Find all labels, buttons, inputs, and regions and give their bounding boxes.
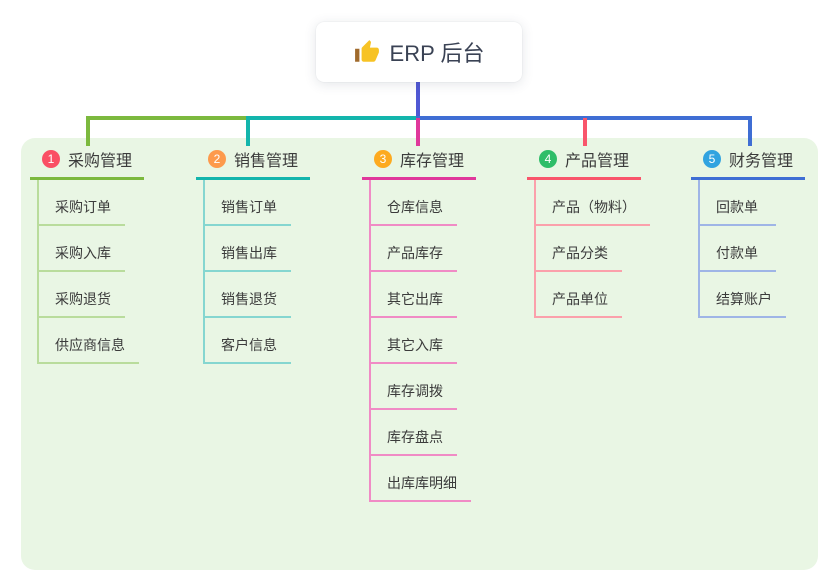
child-node[interactable]: 供应商信息 [39,318,139,364]
branch-label: 财务管理 [729,153,794,170]
branch-label: 产品管理 [565,153,630,170]
branch-label: 销售管理 [234,153,299,170]
branch-finance: 5 财务管理 回款单 付款单 结算账户 [691,148,805,318]
branch-label: 采购管理 [68,153,133,170]
root-node-label: ERP 后台 [389,41,485,66]
branch-inventory: 3 库存管理 仓库信息 产品库存 其它出库 其它入库 库存调拨 库存盘点 出库库… [362,148,476,502]
branch4-connector-drop [583,118,587,146]
child-node[interactable]: 销售订单 [205,180,291,226]
branch3-connector-drop [416,118,420,146]
child-node[interactable]: 产品（物料） [536,180,650,226]
branch1-connector-bar [86,116,248,120]
child-node[interactable]: 结算账户 [700,272,786,318]
branches-panel [21,138,818,570]
child-node[interactable]: 销售退货 [205,272,291,318]
child-node[interactable]: 库存调拨 [371,364,457,410]
branch-purchase-header[interactable]: 1 采购管理 [30,148,144,180]
child-node[interactable]: 出库库明细 [371,456,471,502]
branch-number-badge: 5 [703,150,721,168]
child-node[interactable]: 产品库存 [371,226,457,272]
child-node[interactable]: 其它出库 [371,272,457,318]
child-node[interactable]: 付款单 [700,226,776,272]
branch-sales-header[interactable]: 2 销售管理 [196,148,310,180]
branch-number-badge: 4 [539,150,557,168]
branch-inventory-children: 仓库信息 产品库存 其它出库 其它入库 库存调拨 库存盘点 出库库明细 [369,180,476,502]
branch-purchase-children: 采购订单 采购入库 采购退货 供应商信息 [37,180,144,364]
child-node[interactable]: 销售出库 [205,226,291,272]
root-connector-line [416,82,420,118]
branch-label: 库存管理 [400,153,465,170]
branch-number-badge: 1 [42,150,60,168]
branch-finance-header[interactable]: 5 财务管理 [691,148,805,180]
child-node[interactable]: 库存盘点 [371,410,457,456]
branch-product: 4 产品管理 产品（物料） 产品分类 产品单位 [527,148,650,318]
root-node[interactable]: ERP 后台 [316,22,522,82]
branch2-connector-drop [246,116,250,146]
child-node[interactable]: 产品单位 [536,272,622,318]
child-node[interactable]: 产品分类 [536,226,622,272]
branch2-connector-bar [246,116,418,120]
branch-number-badge: 3 [374,150,392,168]
child-node[interactable]: 其它入库 [371,318,457,364]
thumbs-up-icon [354,39,380,65]
branch-product-children: 产品（物料） 产品分类 产品单位 [534,180,650,318]
child-node[interactable]: 客户信息 [205,318,291,364]
branch-sales-children: 销售订单 销售出库 销售退货 客户信息 [203,180,310,364]
branch5-connector-drop [748,118,752,146]
child-node[interactable]: 回款单 [700,180,776,226]
branch-sales: 2 销售管理 销售订单 销售出库 销售退货 客户信息 [196,148,310,364]
child-node[interactable]: 采购订单 [39,180,125,226]
branch-finance-children: 回款单 付款单 结算账户 [698,180,805,318]
child-node[interactable]: 采购入库 [39,226,125,272]
branch1-connector-drop [86,116,90,146]
branch-purchase: 1 采购管理 采购订单 采购入库 采购退货 供应商信息 [30,148,144,364]
branch-product-header[interactable]: 4 产品管理 [527,148,641,180]
branch-number-badge: 2 [208,150,226,168]
branch-inventory-header[interactable]: 3 库存管理 [362,148,476,180]
child-node[interactable]: 采购退货 [39,272,125,318]
child-node[interactable]: 仓库信息 [371,180,457,226]
